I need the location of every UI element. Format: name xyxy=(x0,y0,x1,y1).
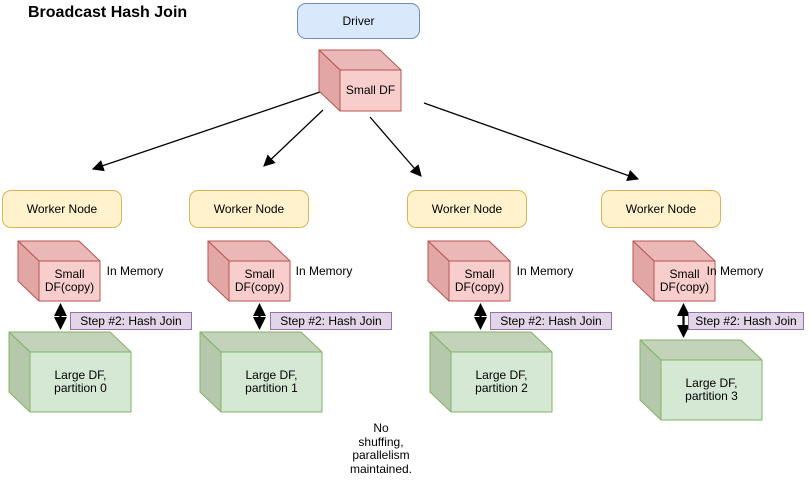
step-hash-join-box-4: Step #2: Hash Join xyxy=(688,312,804,330)
large-df-cube-1 xyxy=(8,331,132,413)
small-df-copy-cube-1 xyxy=(17,240,101,302)
broadcast-arrow-4 xyxy=(423,102,640,181)
note-text: No shuffing, parallelism maintained. xyxy=(349,421,413,476)
small-df-copy-label-4: Small DF(copy) xyxy=(659,267,710,294)
small-df-copy-label-2: Small DF(copy) xyxy=(234,267,285,294)
worker-node-2: Worker Node xyxy=(189,190,309,228)
step-hash-join-box-3: Step #2: Hash Join xyxy=(490,312,612,330)
in-memory-label-3: In Memory xyxy=(516,264,574,278)
driver-node: Driver xyxy=(297,3,420,39)
worker-node-3: Worker Node xyxy=(407,190,527,228)
step-hash-join-box-2: Step #2: Hash Join xyxy=(270,312,392,330)
large-df-label-1: Large DF, partition 0 xyxy=(54,368,107,395)
large-df-cube-3 xyxy=(429,331,553,413)
broadcast-arrow-3 xyxy=(369,116,422,177)
small-df-cube xyxy=(318,49,402,112)
small-df-copy-label-3: Small DF(copy) xyxy=(454,267,505,294)
large-df-cube-2 xyxy=(199,331,323,413)
small-df-copy-cube-2 xyxy=(207,240,291,302)
large-df-label-4: Large DF, partition 3 xyxy=(685,376,738,403)
large-df-label-3: Large DF, partition 2 xyxy=(475,368,528,395)
broadcast-arrow-2 xyxy=(263,109,324,167)
small-df-label: Small DF xyxy=(345,83,396,97)
broadcast-arrow-1 xyxy=(91,91,321,172)
worker-node-1: Worker Node xyxy=(2,190,122,228)
in-memory-label-4: In Memory xyxy=(706,264,764,278)
step-hash-join-box-1: Step #2: Hash Join xyxy=(70,312,192,330)
small-df-copy-cube-3 xyxy=(427,240,511,302)
diagram-title: Broadcast Hash Join xyxy=(28,4,188,21)
small-df-copy-label-1: Small DF(copy) xyxy=(44,267,95,294)
large-df-label-2: Large DF, partition 1 xyxy=(245,368,298,395)
large-df-cube-4 xyxy=(639,339,763,421)
worker-node-4: Worker Node xyxy=(601,190,721,228)
in-memory-label-1: In Memory xyxy=(106,264,164,278)
in-memory-label-2: In Memory xyxy=(295,264,353,278)
small-df-copy-cube-4 xyxy=(632,240,716,302)
